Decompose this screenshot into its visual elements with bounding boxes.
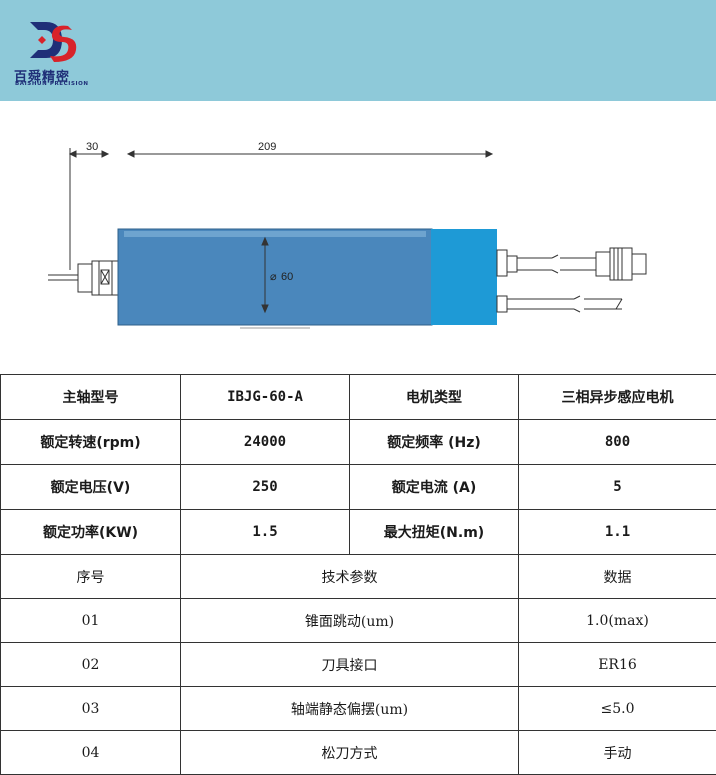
spec-table: 主轴型号 IBJG-60-A 电机类型 三相异步感应电机 额定转速(rpm) 2… — [0, 374, 716, 775]
column-header-param: 技术参数 — [180, 554, 519, 599]
table-row: 04 松刀方式 手动 — [0, 730, 716, 775]
dim-label-diameter: 60 — [281, 271, 293, 283]
spindle-body — [117, 228, 433, 326]
brand-name-en: BAISHUN PRECISION — [15, 81, 89, 87]
param-name: 刀具接口 — [180, 642, 519, 687]
table-row: 额定电压(V) 250 额定电流 (A) 5 — [0, 464, 716, 510]
column-header-index: 序号 — [0, 554, 181, 599]
param-value: 1.0(max) — [518, 598, 716, 643]
plug-connector — [595, 251, 611, 277]
spec-value: 800 — [518, 419, 716, 465]
spec-value: 24000 — [180, 419, 350, 465]
dim-arrow-209 — [126, 150, 494, 158]
param-value: ≤5.0 — [518, 686, 716, 731]
param-index: 03 — [0, 686, 181, 731]
param-index: 04 — [0, 730, 181, 775]
spec-label: 最大扭矩(N.m) — [349, 509, 519, 555]
spec-value: 250 — [180, 464, 350, 510]
spec-value: 5 — [518, 464, 716, 510]
table-header-row: 序号 技术参数 数据 — [0, 554, 716, 599]
param-index: 01 — [0, 598, 181, 643]
param-name: 松刀方式 — [180, 730, 519, 775]
column-header-data: 数据 — [518, 554, 716, 599]
param-value: 手动 — [518, 730, 716, 775]
dim-label-30: 30 — [86, 141, 98, 153]
header-banner: 百舜精密 BAISHUN PRECISION — [0, 0, 716, 101]
param-name: 锥面跳动(um) — [180, 598, 519, 643]
param-name: 轴端静态偏摆(um) — [180, 686, 519, 731]
spindle-drawing: 30 209 ⌀ 60 — [48, 141, 647, 329]
spec-label: 额定频率 (Hz) — [349, 419, 519, 465]
spec-label: 额定功率(KW) — [0, 509, 181, 555]
collet-nut — [77, 263, 93, 293]
table-row: 03 轴端静态偏摆(um) ≤5.0 — [0, 686, 716, 731]
motor-cap — [431, 229, 497, 325]
dim-label-209: 209 — [258, 141, 276, 153]
table-row: 01 锥面跳动(um) 1.0(max) — [0, 598, 716, 643]
spec-label: 电机类型 — [349, 374, 519, 420]
logo-icon — [30, 22, 77, 63]
brand-name-cn: 百舜精密 — [14, 70, 71, 85]
param-index: 02 — [0, 642, 181, 687]
param-value: ER16 — [518, 642, 716, 687]
spec-value: 三相异步感应电机 — [518, 374, 716, 420]
spec-value: 1.1 — [518, 509, 716, 555]
spec-label: 额定转速(rpm) — [0, 419, 181, 465]
table-row: 主轴型号 IBJG-60-A 电机类型 三相异步感应电机 — [0, 374, 716, 420]
diameter-symbol: ⌀ — [270, 271, 277, 283]
spec-value: IBJG-60-A — [180, 374, 350, 420]
spec-label: 额定电流 (A) — [349, 464, 519, 510]
dim-arrow-30 — [68, 150, 110, 158]
table-row: 额定转速(rpm) 24000 额定频率 (Hz) 800 — [0, 419, 716, 465]
table-row: 额定功率(KW) 1.5 最大扭矩(N.m) 1.1 — [0, 509, 716, 555]
spec-label: 主轴型号 — [0, 374, 181, 420]
table-row: 02 刀具接口 ER16 — [0, 642, 716, 687]
spec-label: 额定电压(V) — [0, 464, 181, 510]
spec-value: 1.5 — [180, 509, 350, 555]
